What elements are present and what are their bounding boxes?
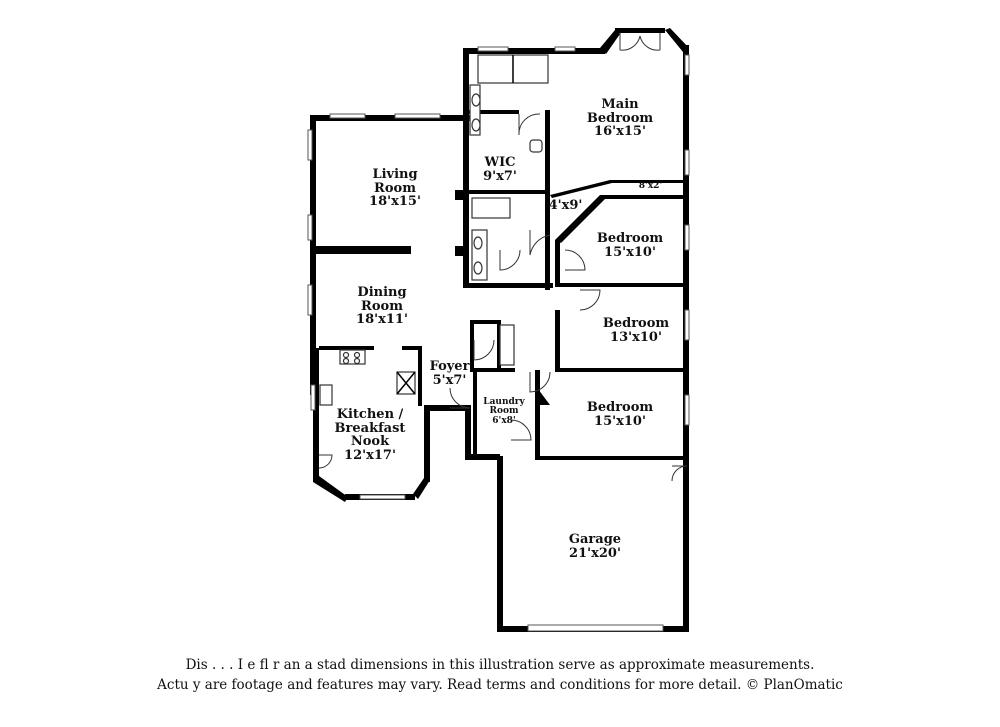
room-size: 21'x20' [569,545,621,561]
room-name: Bedroom [586,400,654,415]
doors [318,33,688,482]
room-main-bedroom: Main Bedroom 16'x15' [580,98,660,139]
room-name-line: Main [601,97,639,112]
room-name-line: Breakfast [334,420,406,436]
room-size: 18'x15' [369,194,421,210]
room-bedroom-4: Bedroom 15'x10' [580,401,660,428]
room-size: 8'x2' [638,181,663,191]
room-size: 5'x7' [432,372,467,388]
room-size: 12'x17' [344,447,396,463]
room-living-room: Living Room 18'x15' [355,168,435,209]
room-bedroom-3: Bedroom 13'x10' [596,317,676,344]
room-name: Bedroom [602,316,670,331]
room-size: 4'x9' [548,198,583,213]
room-name-line: Laundry [483,397,525,407]
disclaimer-line-1: Dis . . . I e fl r an a stad dimensions … [185,657,815,673]
room-size: 18'x11' [356,312,408,328]
room-size: 15'x10' [594,413,646,429]
room-laundry: Laundry Room 6'x8' [478,397,530,426]
room-name-line: Nook [350,434,390,450]
room-name-line: Room [374,180,416,196]
windows [307,46,690,632]
room-hall: 4'x9' [543,199,588,213]
room-garage: Garage 21'x20' [555,533,635,560]
room-name-line: Bedroom [586,110,654,126]
room-dining-room: Dining Room 18'x11' [342,286,422,327]
room-name-line: Room [361,298,403,314]
room-size: 6'x8' [492,415,516,426]
room-name: Foyer [429,359,470,374]
fixtures [319,54,549,406]
room-name-line: Kitchen / [336,407,404,422]
room-name-line: Room [489,406,519,417]
room-name: Garage [568,532,622,547]
room-size: 9'x7' [483,168,517,184]
room-foyer: Foyer 5'x7' [422,360,477,387]
room-size: 16'x15' [594,124,646,140]
room-name-line: Dining [357,285,407,300]
room-name-line: Living [372,167,418,182]
room-size: 15'x10' [604,244,656,260]
floor-plan [307,28,690,632]
room-name: WIC [484,155,516,170]
room-bedroom-2: Bedroom 15'x10' [590,232,670,259]
disclaimer-line-2: Actu y are footage and features may vary… [157,677,843,693]
room-name: Bedroom [596,231,664,246]
room-kitchen: Kitchen / Breakfast Nook 12'x17' [328,408,412,463]
room-size: 13'x10' [610,329,662,345]
room-closet: 8'x2' [633,181,668,191]
room-wic: WIC 9'x7' [475,156,525,183]
